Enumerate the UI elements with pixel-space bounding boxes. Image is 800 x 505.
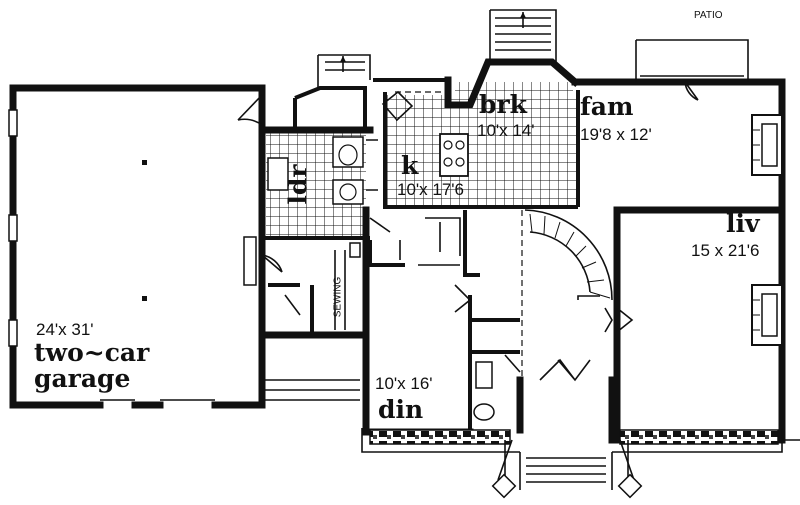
breakfast-name: brk <box>479 90 527 119</box>
garage-name-line1: two~car <box>34 338 150 367</box>
front-steps <box>491 439 643 499</box>
dining-size: 10'x 16' <box>375 374 433 393</box>
living-name: liv <box>726 209 760 238</box>
living-size: 15 x 21'6 <box>691 241 760 260</box>
garage-name-line2: garage <box>34 364 131 393</box>
garage-size: 24'x 31' <box>36 320 94 339</box>
front-planters <box>361 428 783 453</box>
back-entry <box>293 54 448 130</box>
kitchen-name: k <box>401 151 419 180</box>
laundry-name: ldr <box>283 164 313 205</box>
dining-name: din <box>378 395 424 424</box>
laundry-room <box>258 126 374 240</box>
family-name: fam <box>580 92 634 121</box>
staircase <box>454 209 616 444</box>
breakfast-size: 10'x 14' <box>477 121 535 140</box>
sewing-area <box>243 234 370 409</box>
sewing-label: SEWING <box>332 276 344 318</box>
bay-steps <box>489 9 557 62</box>
family-size: 19'8 x 12' <box>580 125 652 144</box>
powder-room <box>472 318 521 421</box>
patio-label: PATIO <box>694 10 723 21</box>
kitchen-size: 10'x 17'6 <box>397 180 464 199</box>
kitchen-breakfast <box>366 58 580 209</box>
